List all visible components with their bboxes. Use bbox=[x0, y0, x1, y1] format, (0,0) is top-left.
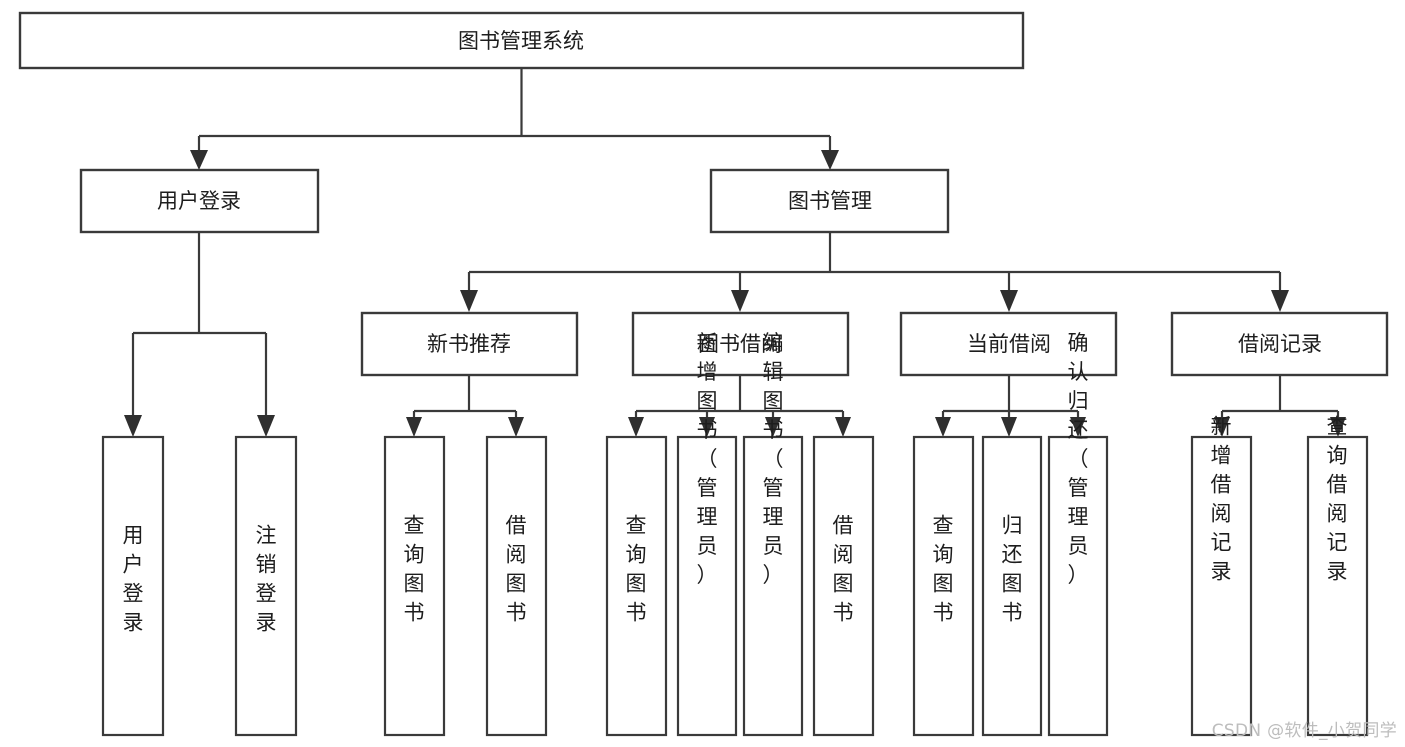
node-user-login-box[interactable] bbox=[79, 168, 320, 234]
node-leaf-confirm-return[interactable]: 确认归还（管理员） bbox=[1047, 331, 1109, 737]
node-leaf-borrow-book-2-box[interactable] bbox=[812, 435, 875, 737]
arrowhead-leaf-add-record bbox=[1214, 417, 1230, 437]
node-leaf-user-login[interactable]: 用户登录 bbox=[101, 435, 165, 737]
arrowhead-leaf-return-book bbox=[1001, 417, 1017, 437]
arrowhead-newbook bbox=[460, 290, 478, 312]
arrowhead-leaf-borrow-book-2 bbox=[835, 417, 851, 437]
node-leaf-query-book-3-label: 查询图书 bbox=[933, 514, 954, 625]
node-leaf-query-book-2-box[interactable] bbox=[605, 435, 668, 737]
arrowhead-leaf-confirm-return bbox=[1070, 417, 1086, 437]
node-borrow-record-box[interactable] bbox=[1170, 311, 1389, 377]
node-leaf-edit-book-box[interactable] bbox=[742, 435, 804, 737]
node-new-book-recommend-label: 新书推荐 bbox=[427, 332, 511, 356]
arrowhead-record bbox=[1271, 290, 1289, 312]
node-leaf-return-book[interactable]: 归还图书 bbox=[981, 435, 1043, 737]
arrowhead-leaf-edit-book bbox=[765, 417, 781, 437]
node-leaf-edit-book-label: 编辑图书（管理员） bbox=[763, 331, 784, 587]
node-book-borrow-box[interactable] bbox=[631, 311, 850, 377]
csdn-watermark: CSDN @软件_小贺同学 bbox=[1211, 721, 1397, 741]
node-leaf-return-book-box[interactable] bbox=[981, 435, 1043, 737]
node-new-book-recommend[interactable]: 新书推荐 bbox=[360, 311, 579, 377]
node-leaf-logout-login-box[interactable] bbox=[234, 435, 298, 737]
node-leaf-confirm-return-box[interactable] bbox=[1047, 435, 1109, 737]
node-root-box[interactable] bbox=[18, 11, 1025, 70]
node-leaf-borrow-book-1-box[interactable] bbox=[485, 435, 548, 737]
node-leaf-logout-login[interactable]: 注销登录 bbox=[234, 435, 298, 737]
node-leaf-user-login-label: 用户登录 bbox=[123, 524, 144, 635]
node-book-management[interactable]: 图书管理 bbox=[709, 168, 950, 234]
node-current-borrow-label: 当前借阅 bbox=[967, 332, 1051, 356]
node-leaf-query-book-1-box[interactable] bbox=[383, 435, 446, 737]
arrowhead-leaf-query-record bbox=[1330, 417, 1346, 437]
arrowhead-leaf-query-book-1 bbox=[406, 417, 422, 437]
node-root[interactable]: 图书管理系统 bbox=[18, 11, 1025, 70]
node-leaf-query-record-label: 查询借阅记录 bbox=[1327, 415, 1348, 584]
connector-layer bbox=[124, 68, 1346, 437]
node-leaf-borrow-book-2[interactable]: 借阅图书 bbox=[812, 435, 875, 737]
node-leaf-query-record[interactable]: 查询借阅记录 bbox=[1306, 415, 1369, 737]
node-leaf-query-book-3[interactable]: 查询图书 bbox=[912, 435, 975, 737]
node-current-borrow[interactable]: 当前借阅 bbox=[899, 311, 1118, 377]
arrowhead-leaf-add-book bbox=[699, 417, 715, 437]
node-user-login-label: 用户登录 bbox=[157, 189, 241, 213]
node-leaf-query-book-2-label: 查询图书 bbox=[626, 514, 647, 625]
node-leaf-borrow-book-2-label: 借阅图书 bbox=[833, 514, 854, 625]
arrowhead-borrow bbox=[731, 290, 749, 312]
node-leaf-query-book-2[interactable]: 查询图书 bbox=[605, 435, 668, 737]
arrowhead-leaf-user-login bbox=[124, 415, 142, 437]
node-leaf-add-record[interactable]: 新增借阅记录 bbox=[1190, 415, 1253, 737]
node-leaf-return-book-label: 归还图书 bbox=[1002, 514, 1023, 625]
node-borrow-record-label: 借阅记录 bbox=[1238, 332, 1322, 356]
arrowhead-current bbox=[1000, 290, 1018, 312]
arrowhead-leaf-query-book-2 bbox=[628, 417, 644, 437]
node-leaf-borrow-book-1-label: 借阅图书 bbox=[506, 514, 527, 625]
node-leaf-user-login-box[interactable] bbox=[101, 435, 165, 737]
node-current-borrow-box[interactable] bbox=[899, 311, 1118, 377]
node-root-label: 图书管理系统 bbox=[458, 29, 584, 53]
node-leaf-query-book-3-box[interactable] bbox=[912, 435, 975, 737]
node-borrow-record[interactable]: 借阅记录 bbox=[1170, 311, 1389, 377]
arrowhead-leaf-borrow-book-1 bbox=[508, 417, 524, 437]
node-leaf-confirm-return-label: 确认归还（管理员） bbox=[1068, 331, 1089, 587]
node-book-borrow-label: 图书借阅 bbox=[698, 332, 782, 356]
node-leaf-add-record-box[interactable] bbox=[1190, 435, 1253, 737]
node-leaf-edit-book[interactable]: 编辑图书（管理员） bbox=[742, 331, 804, 737]
node-book-borrow[interactable]: 图书借阅 bbox=[631, 311, 850, 377]
node-new-book-recommend-box[interactable] bbox=[360, 311, 579, 377]
node-leaf-add-book[interactable]: 新增图书（管理员） bbox=[676, 331, 738, 737]
node-leaf-borrow-book-1[interactable]: 借阅图书 bbox=[485, 435, 548, 737]
node-user-login[interactable]: 用户登录 bbox=[79, 168, 320, 234]
node-leaf-query-book-1[interactable]: 查询图书 bbox=[383, 435, 446, 737]
arrowhead-leaf-query-book-3 bbox=[935, 417, 951, 437]
node-book-management-box[interactable] bbox=[709, 168, 950, 234]
arrowhead-bookmgmt bbox=[821, 150, 839, 170]
arrowhead-userlogin bbox=[190, 150, 208, 170]
node-leaf-add-record-label: 新增借阅记录 bbox=[1211, 415, 1232, 584]
node-leaf-query-record-box[interactable] bbox=[1306, 435, 1369, 737]
arrowhead-leaf-logout-login bbox=[257, 415, 275, 437]
node-leaf-add-book-label: 新增图书（管理员） bbox=[697, 331, 718, 587]
node-leaf-logout-login-label: 注销登录 bbox=[256, 524, 277, 635]
node-book-management-label: 图书管理 bbox=[788, 189, 872, 213]
node-leaf-add-book-box[interactable] bbox=[676, 435, 738, 737]
node-leaf-query-book-1-label: 查询图书 bbox=[404, 514, 425, 625]
